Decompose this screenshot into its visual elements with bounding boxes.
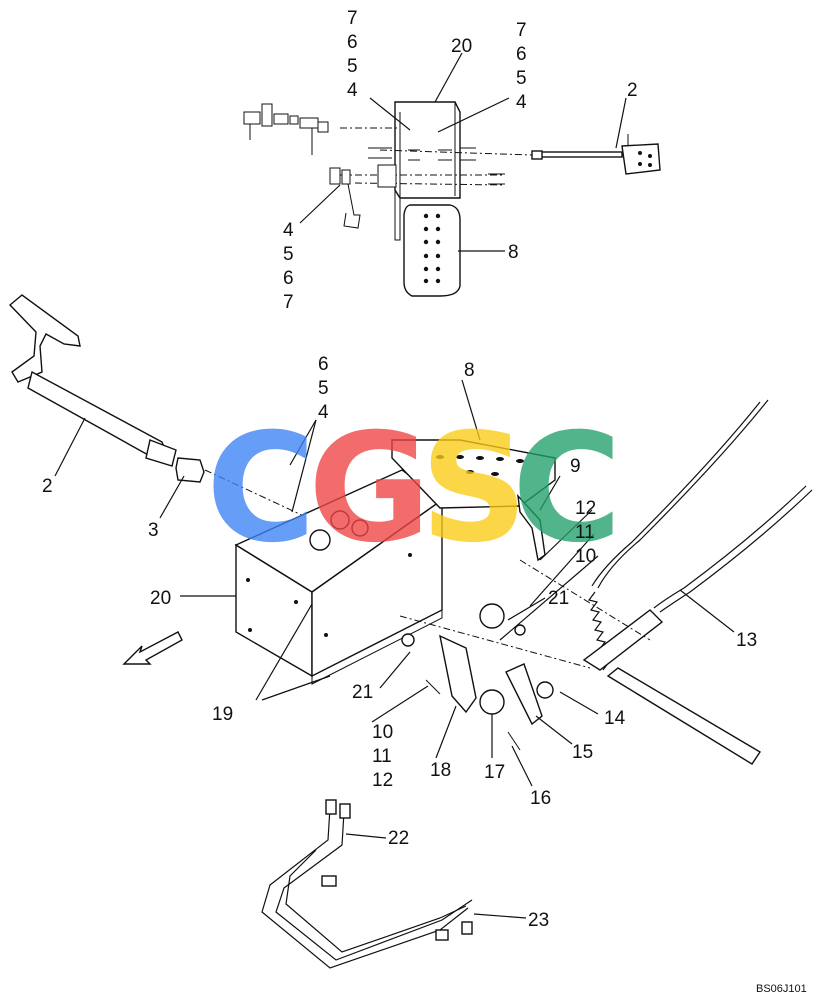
callout: 23	[528, 910, 549, 931]
callout: 2	[42, 476, 53, 497]
callout: 19	[212, 704, 233, 725]
main-assembly	[8, 294, 813, 787]
upper-pedal-plate-8	[403, 204, 461, 297]
callout: 21	[548, 588, 569, 609]
callout: 12	[575, 498, 596, 519]
callout: 12	[372, 770, 393, 791]
callout-labels: 7 6 5 4 7 6 5 4 20 2 8 4 5 6 7 2 3 6 5 4…	[42, 8, 807, 995]
callout: 7	[283, 292, 294, 313]
direction-arrow	[122, 631, 183, 665]
hydraulic-lines	[261, 799, 527, 969]
callout: 2	[627, 80, 638, 101]
callout: 4	[347, 80, 358, 101]
watermark-letter-1: C	[206, 402, 316, 576]
line-23	[285, 849, 467, 953]
callout: 6	[318, 354, 329, 375]
drawing-code: BS06J101	[756, 983, 807, 995]
lever-15	[505, 663, 543, 726]
watermark: C G S C	[206, 402, 622, 576]
pivot-17	[479, 689, 505, 715]
callout: 21	[352, 682, 373, 703]
callout: 3	[148, 520, 159, 541]
callout: 11	[575, 522, 595, 543]
boot-14	[582, 609, 664, 671]
upper-pedal-2	[621, 143, 661, 175]
watermark-letter-4: C	[512, 402, 622, 576]
bracket-9	[517, 493, 546, 562]
callout: 20	[150, 588, 171, 609]
pedal-2	[8, 294, 81, 383]
callout: 10	[575, 546, 596, 567]
callout: 7	[516, 20, 527, 41]
cable-13	[597, 399, 769, 589]
callout: 11	[372, 746, 392, 767]
callout: 10	[372, 722, 393, 743]
callout: 8	[464, 360, 475, 381]
callout: 20	[451, 36, 472, 57]
callout: 6	[347, 32, 358, 53]
watermark-letter-3: S	[420, 402, 528, 576]
callout: 9	[570, 456, 581, 477]
callout: 7	[347, 8, 358, 29]
callout: 4	[516, 92, 527, 113]
callout: 6	[516, 44, 527, 65]
bushing-3	[175, 457, 205, 483]
callout: 5	[283, 244, 294, 265]
callout: 15	[572, 742, 593, 763]
top-exploded-view	[243, 52, 661, 297]
pedal-plate-8	[391, 439, 556, 509]
callout: 4	[318, 402, 329, 423]
callout: 4	[283, 220, 294, 241]
upper-plate-holes	[423, 213, 441, 284]
callout: 17	[484, 762, 505, 783]
callout: 13	[736, 630, 757, 651]
lever-18	[439, 634, 477, 714]
callout: 22	[388, 828, 409, 849]
callout: 8	[508, 242, 519, 263]
callout: 5	[318, 378, 329, 399]
callout: 18	[430, 760, 451, 781]
callout: 5	[516, 68, 527, 89]
callout: 5	[347, 56, 358, 77]
callout: 14	[604, 708, 626, 729]
upper-bolts	[243, 103, 505, 229]
watermark-letter-2: G	[308, 402, 431, 576]
callout: 6	[283, 268, 294, 289]
callout: 16	[530, 788, 551, 809]
